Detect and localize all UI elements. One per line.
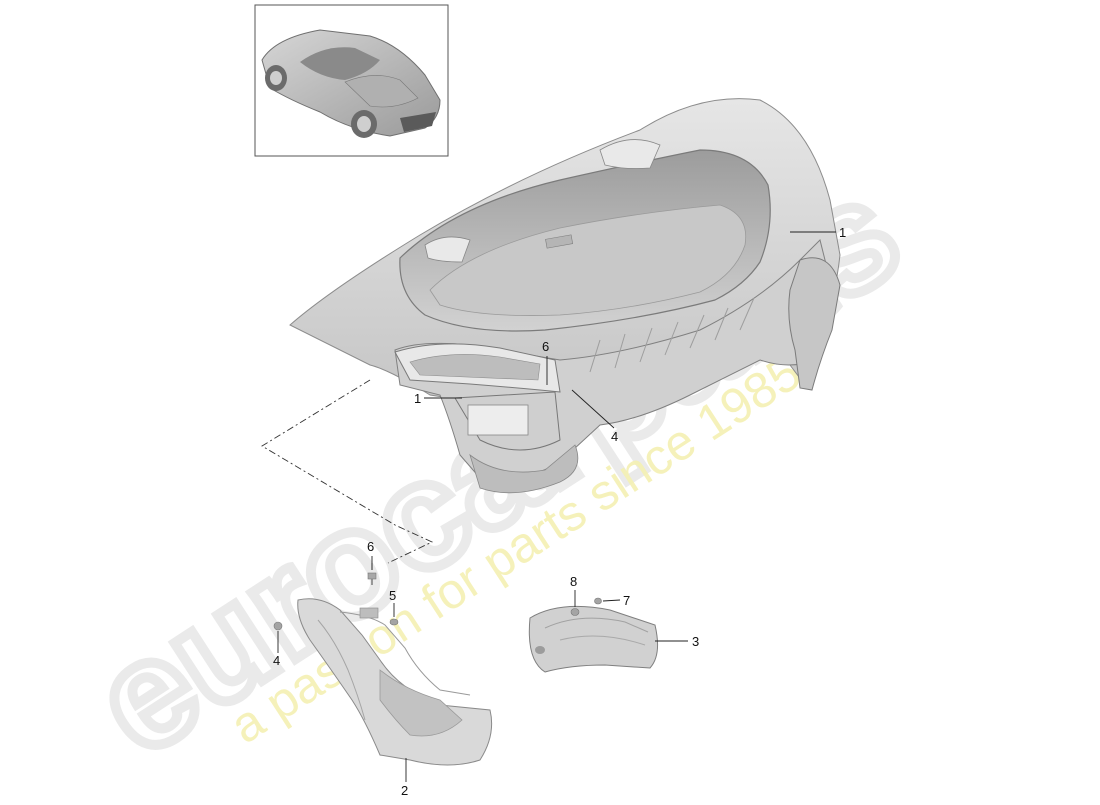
fastener-clip-5 xyxy=(389,618,399,626)
fastener-screw-7 xyxy=(594,597,602,605)
callout-8: 8 xyxy=(570,574,577,589)
callout-labels: 1 6 1 4 6 5 4 2 8 7 3 xyxy=(273,225,846,798)
callout-2: 2 xyxy=(401,783,408,798)
car-silhouette xyxy=(261,29,441,138)
fastener-bolt-4-lower xyxy=(273,621,283,631)
callout-1-upper: 1 xyxy=(839,225,846,240)
rear-body-assembly xyxy=(289,98,841,494)
callout-6-lower: 6 xyxy=(367,539,374,554)
fastener-nut-6-lower xyxy=(367,572,377,580)
callout-3: 3 xyxy=(692,634,699,649)
leader-lines xyxy=(277,231,836,782)
vehicle-thumbnail xyxy=(254,4,449,157)
fastener-nut-8 xyxy=(570,608,580,616)
callout-5: 5 xyxy=(389,588,396,603)
side-bracket-part-2 xyxy=(297,598,493,766)
callout-6-upper: 6 xyxy=(542,339,549,354)
cover-part-3 xyxy=(528,605,659,673)
callout-7: 7 xyxy=(623,593,630,608)
callout-4-upper: 4 xyxy=(611,429,618,444)
callout-4-lower: 4 xyxy=(273,653,280,668)
callout-1-left: 1 xyxy=(414,391,421,406)
